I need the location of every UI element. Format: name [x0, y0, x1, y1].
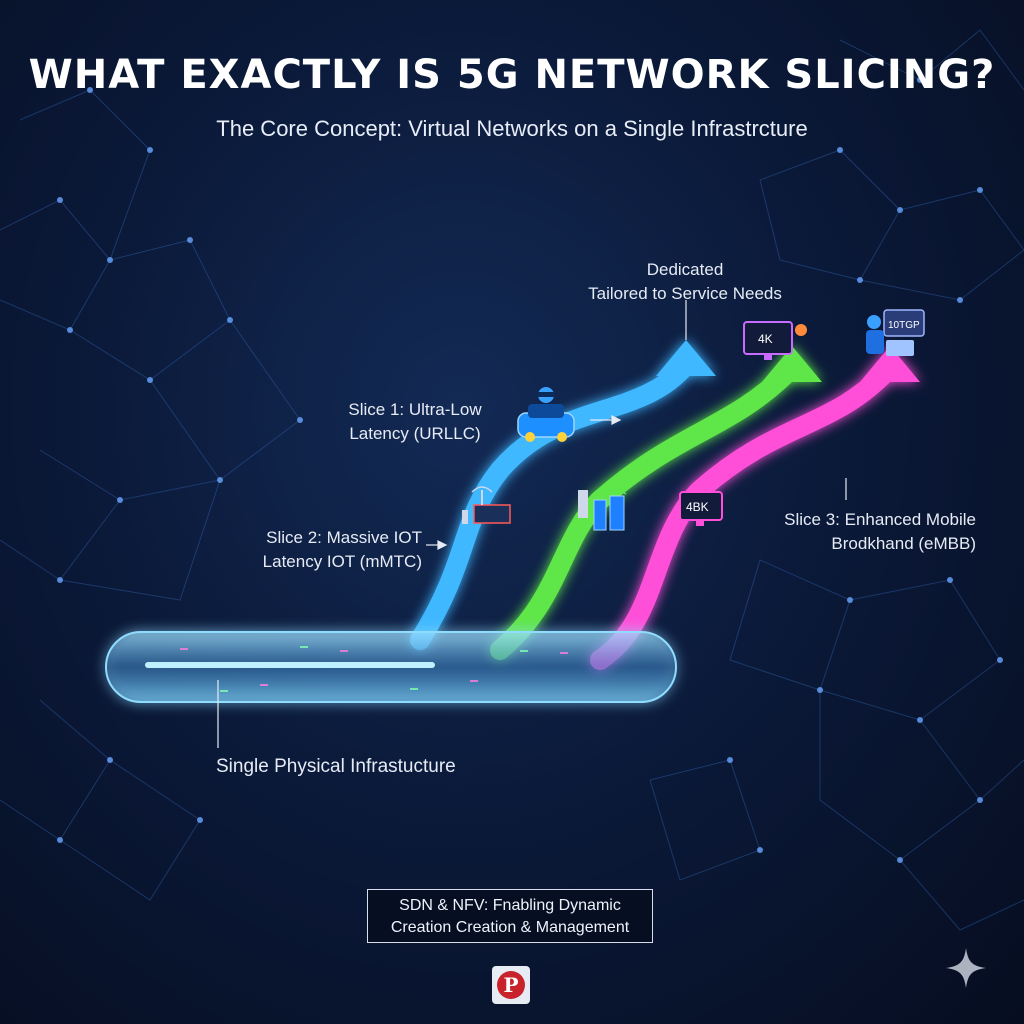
pinterest-button[interactable]: P [492, 966, 530, 1004]
slice-1-label: Slice 1: Ultra-Low Latency (URLLC) [320, 398, 510, 446]
iot-devices-icon [578, 488, 627, 531]
dedicated-label-line2: Tailored to Service Needs [588, 284, 782, 303]
dedicated-label: Dedicated Tailored to Service Needs [560, 258, 810, 306]
monitor-4bk-icon: 4BK [679, 491, 723, 526]
slice-3-label: Slice 3: Enhanced Mobile Brodkhand (eMBB… [740, 508, 976, 556]
slice-2-label: Slice 2: Massive IOT Latency IOT (mMTC) [200, 526, 422, 574]
page-subtitle: The Core Concept: Virtual Networks on a … [216, 116, 808, 141]
monitor-4k-text: 4K [758, 332, 773, 346]
sdn-nfv-box: SDN & NFV: Fnabling Dynamic Creation Cre… [367, 889, 653, 943]
slice-2-label-line1: Slice 2: Massive IOT [266, 528, 422, 547]
monitor-4k-icon: 4K [743, 321, 807, 360]
slice-3-label-line2: Brodkhand (eMBB) [831, 534, 976, 553]
person-screen-text: 10TGP [888, 320, 920, 331]
physical-infrastructure-pipe [105, 631, 677, 703]
sparkle-icon [946, 948, 986, 988]
car-icon [517, 387, 575, 442]
dedicated-label-line1: Dedicated [646, 260, 724, 279]
background-network-mesh [0, 29, 1024, 931]
iot-tower-icon [462, 486, 511, 524]
page-title: WHAT EXACTLY IS 5G NETWORK SLICING? [28, 52, 996, 98]
pointer-lines [217, 300, 847, 748]
person-laptop-icon: 10TGP [866, 309, 925, 356]
slice-3-ribbon [590, 346, 920, 670]
monitor-4bk-text: 4BK [686, 500, 709, 514]
slice-2-label-line2: Latency IOT (mMTC) [262, 552, 422, 571]
slice-1-label-line2: Latency (URLLC) [349, 424, 481, 443]
pinterest-icon: P [497, 971, 525, 999]
infrastructure-label: Single Physical Infrastucture [216, 756, 456, 777]
sdn-nfv-line1: SDN & NFV: Fnabling Dynamic [399, 897, 621, 914]
slice-1-label-line1: Slice 1: Ultra-Low [348, 400, 482, 419]
slice-3-label-line1: Slice 3: Enhanced Mobile [784, 510, 976, 529]
sdn-nfv-line2: Creation Creation & Management [390, 919, 630, 936]
background-network-nodes [57, 77, 1003, 863]
slice-1-ribbon [410, 340, 716, 650]
